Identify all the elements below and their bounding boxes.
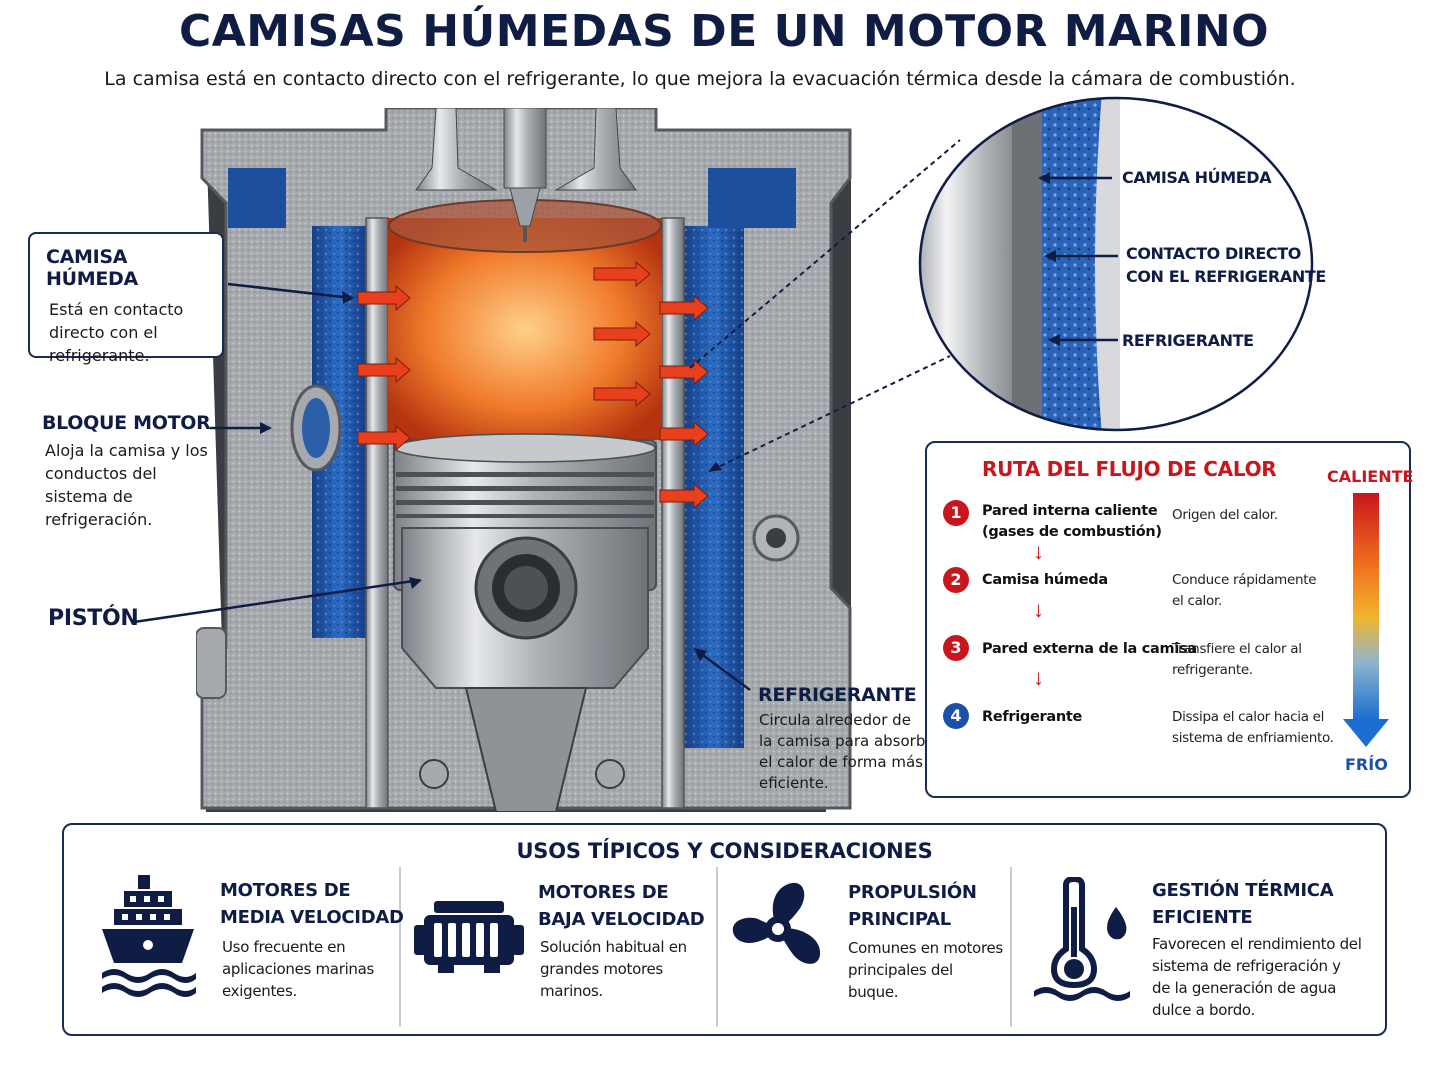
piston-callout: PISTÓN	[48, 606, 139, 631]
step-1-name-line: (gases de combustión)	[982, 524, 1162, 540]
page-subtitle: La camisa está en contacto directo con e…	[104, 68, 1296, 90]
use-4-text: Favorecen el rendimiento del sistema de …	[1152, 933, 1362, 1021]
step-2-desc-line: el calor.	[1172, 593, 1222, 609]
step-arrow-icon: ↓	[1033, 539, 1044, 564]
use-1-title: MOTORES DE MEDIA VELOCIDAD	[220, 877, 404, 931]
use-1-text-line: exigentes.	[222, 982, 297, 1000]
use-4-text-line: Favorecen el rendimiento del	[1152, 935, 1362, 953]
camisa-callout-line: directo con el	[49, 323, 158, 342]
use-2-title: MOTORES DE BAJA VELOCIDAD	[538, 879, 705, 933]
step-3-name: Pared externa de la camisa	[982, 641, 1197, 657]
use-4-text-line: sistema de refrigeración y	[1152, 957, 1341, 975]
piston-callout-title: PISTÓN	[48, 606, 139, 631]
use-2-text-line: grandes motores	[540, 960, 663, 978]
zoom-label-contacto-2: CON EL REFRIGERANTE	[1126, 267, 1326, 286]
thermometer-icon	[1034, 877, 1130, 1001]
use-2-text-line: marinos.	[540, 982, 604, 1000]
step-2-name: Camisa húmeda	[982, 572, 1108, 588]
step-1-desc: Origen del calor.	[1172, 507, 1278, 523]
bloque-callout-line: refrigeración.	[45, 510, 153, 529]
step-2-badge: 2	[943, 567, 969, 593]
propeller-icon	[732, 882, 821, 964]
uses-divider	[399, 867, 401, 1027]
scale-hot-label: CALIENTE	[1327, 467, 1414, 486]
step-1-badge: 1	[943, 500, 969, 526]
page-title: CAMISAS HÚMEDAS DE UN MOTOR MARINO	[178, 6, 1270, 57]
use-2-text-line: Solución habitual en	[540, 938, 687, 956]
uses-title: USOS TÍPICOS Y CONSIDERACIONES	[516, 839, 933, 863]
use-2-title-line: MOTORES DE	[538, 882, 669, 903]
step-4-badge: 4	[943, 703, 969, 729]
zoom-label-refrigerante: REFRIGERANTE	[1122, 331, 1254, 350]
step-arrow-icon: ↓	[1033, 665, 1044, 690]
heat-flow-panel: RUTA DEL FLUJO DE CALOR 1 Pared interna …	[925, 441, 1414, 798]
refrigerante-callout-title: REFRIGERANTE	[758, 684, 917, 706]
use-4-text-line: dulce a bordo.	[1152, 1001, 1256, 1019]
step-4-desc-line: Dissipa el calor hacia el	[1172, 709, 1325, 725]
step-2-desc: Conduce rápidamente el calor.	[1172, 570, 1317, 612]
camisa-callout-box: CAMISA HÚMEDA Está en contacto directo c…	[28, 232, 224, 365]
uses-panel: USOS TÍPICOS Y CONSIDERACIONES MOTORES D…	[62, 823, 1387, 1036]
refrigerante-callout-line: eficiente.	[759, 774, 829, 792]
use-3-text-line: Comunes en motores	[848, 939, 1003, 957]
use-1-text-line: Uso frecuente en	[222, 938, 346, 956]
use-4-title: GESTIÓN TÉRMICA EFICIENTE	[1152, 877, 1334, 931]
engine-cutaway-illustration	[196, 108, 856, 812]
use-3-title-line: PROPULSIÓN	[848, 882, 977, 903]
use-2-title-line: BAJA VELOCIDAD	[538, 909, 705, 930]
use-3-text: Comunes en motores principales del buque…	[848, 937, 1003, 1003]
refrigerante-callout-line: la camisa para absorber	[759, 732, 941, 750]
temperature-scale-bar	[1343, 493, 1389, 747]
use-3-title: PROPULSIÓN PRINCIPAL	[848, 879, 977, 933]
step-1-name-line: Pared interna caliente	[982, 503, 1158, 519]
heat-flow-title: RUTA DEL FLUJO DE CALOR	[982, 457, 1277, 481]
step-arrow-icon: ↓	[1033, 597, 1044, 622]
use-1-title-line: MEDIA VELOCIDAD	[220, 907, 404, 928]
camisa-callout-line: refrigerante.	[49, 346, 150, 365]
uses-divider	[716, 867, 718, 1027]
bloque-callout-title: BLOQUE MOTOR	[42, 412, 211, 434]
bloque-callout-line: conductos del	[45, 464, 157, 483]
step-4-name: Refrigerante	[982, 709, 1083, 725]
camisa-callout-line: Está en contacto	[49, 300, 184, 319]
uses-divider	[1010, 867, 1012, 1027]
bloque-callout-line: Aloja la camisa y los	[45, 441, 208, 460]
bloque-callout: BLOQUE MOTOR Aloja la camisa y los condu…	[42, 412, 211, 531]
refrigerante-callout-line: el calor de forma más	[759, 753, 923, 771]
use-3-text-line: buque.	[848, 983, 899, 1001]
bloque-callout-line: sistema de	[45, 487, 133, 506]
scale-cold-label: FRÍO	[1345, 755, 1388, 774]
step-4-desc: Dissipa el calor hacia el sistema de enf…	[1172, 707, 1334, 749]
use-1-text-line: aplicaciones marinas	[222, 960, 375, 978]
step-3-desc-line: refrigerante.	[1172, 662, 1253, 678]
zoom-label-contacto-1: CONTACTO DIRECTO	[1126, 244, 1301, 263]
use-4-text-line: de la generación de agua	[1152, 979, 1337, 997]
step-3-badge: 3	[943, 635, 969, 661]
refrigerante-callout-line: Circula alrededor de	[759, 711, 911, 729]
step-3-desc: Transfiere el calor al refrigerante.	[1172, 639, 1302, 681]
zoom-label-camisa: CAMISA HÚMEDA	[1122, 168, 1272, 187]
step-3-desc-line: Transfiere el calor al	[1172, 641, 1302, 657]
engine-icon	[414, 901, 524, 973]
step-2-desc-line: Conduce rápidamente	[1172, 572, 1317, 588]
step-4-desc-line: sistema de enfriamiento.	[1172, 730, 1334, 746]
refrigerante-callout: REFRIGERANTE Circula alrededor de la cam…	[758, 684, 941, 794]
ship-icon	[102, 875, 196, 997]
zoom-detail-circle	[918, 96, 1314, 432]
camisa-callout-title: CAMISA HÚMEDA	[46, 246, 138, 290]
use-4-title-line: GESTIÓN TÉRMICA	[1152, 880, 1334, 901]
use-1-title-line: MOTORES DE	[220, 880, 351, 901]
step-1-name: Pared interna caliente (gases de combust…	[982, 501, 1162, 543]
use-1-text: Uso frecuente en aplicaciones marinas ex…	[222, 936, 374, 1002]
use-3-text-line: principales del	[848, 961, 953, 979]
use-4-title-line: EFICIENTE	[1152, 907, 1253, 928]
use-3-title-line: PRINCIPAL	[848, 909, 951, 930]
use-2-text: Solución habitual en grandes motores mar…	[540, 936, 687, 1002]
